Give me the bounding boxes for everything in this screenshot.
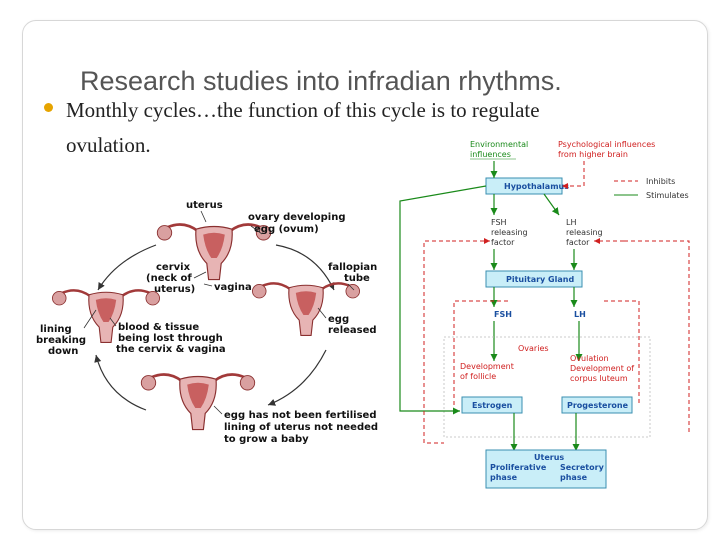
bullet-icon [44,103,53,112]
label-notfert-2: lining of uterus not needed [224,422,378,433]
ovulation-1: Ovulation [570,354,609,363]
ovulation-2: Development of [570,364,634,373]
fsh-label: FSH [494,310,512,319]
label-cervix-2: (neck of [146,273,192,284]
slide-frame [22,20,708,530]
hypothalamus-label: Hypothalamus [504,182,569,191]
uterus-box [485,449,607,489]
lh-rf-1: LH [566,218,576,227]
label-environmental-2: influences [470,150,511,159]
dev-follicle-1: Development [460,362,514,371]
dev-follicle-2: of follicle [460,372,496,381]
estrogen-label: Estrogen [472,401,513,410]
fsh-rf-3: factor [491,238,515,247]
cycle-arrow [275,244,335,291]
label-notfert-3: to grow a baby [224,434,309,445]
label-uterus: uterus [186,200,223,211]
ovaries-label: Ovaries [518,344,549,353]
label-blood-3: the cervix & vagina [116,344,226,355]
label-egg-1: egg [328,314,349,325]
secretory-1: Secretory [560,463,605,472]
fsh-rf-2: releasing [491,228,528,237]
label-blood-2: being lost through [118,333,223,344]
label-lining-2: breaking [36,335,86,346]
menstrual-cycle-diagram: uterus ovary developing egg (ovum) cervi… [36,200,378,445]
label-cervix-3: uterus) [154,284,195,295]
legend-inhibits: Inhibits [646,177,675,186]
cycle-arrow [94,354,147,411]
bullet-line-1: Monthly cycles…the function of this cycl… [66,98,540,122]
lh-label: LH [574,310,586,319]
bullet-text: Monthly cycles…the function of this cycl… [66,93,626,163]
legend-stimulates: Stimulates [646,191,689,200]
pituitary-label: Pituitary Gland [506,275,574,284]
label-fallopian-2: tube [344,273,370,284]
ovaries-region [443,336,651,438]
label-blood-1: blood & tissue [118,322,199,333]
lh-rf-3: factor [566,238,590,247]
pituitary-box [485,270,583,288]
label-ovary-2: egg (ovum) [254,224,319,235]
estrogen-box [461,396,523,414]
hormone-flow-diagram: Environmental influences Psychological i… [399,140,690,489]
label-psych-2: from higher brain [558,150,628,159]
progesterone-box [561,396,633,414]
prolif-1: Proliferative [490,463,547,472]
label-psych-1: Psychological influences [558,140,655,149]
bullet-line-2: ovulation. [66,133,151,157]
label-fallopian-1: fallopian [328,262,377,273]
ovulation-3: corpus luteum [570,374,628,383]
progesterone-label: Progesterone [567,401,629,410]
slide-title: Research studies into infradian rhythms. [80,66,562,96]
label-cervix-1: cervix [156,262,191,273]
prolif-2: phase [490,473,518,482]
label-notfert-1: egg has not been fertilised [224,410,376,421]
label-environmental-1: Environmental [470,140,528,149]
label-lining-3: down [48,346,78,357]
lh-rf-2: releasing [566,228,603,237]
secretory-2: phase [560,473,588,482]
label-egg-2: released [328,325,377,336]
label-lining-1: lining [40,324,72,335]
label-vagina: vagina [214,282,252,293]
cycle-arrow [97,244,157,291]
cycle-arrow [267,349,327,406]
fsh-rf-1: FSH [491,218,507,227]
label-ovary-1: ovary developing [248,212,345,223]
uterus-label: Uterus [534,453,564,462]
